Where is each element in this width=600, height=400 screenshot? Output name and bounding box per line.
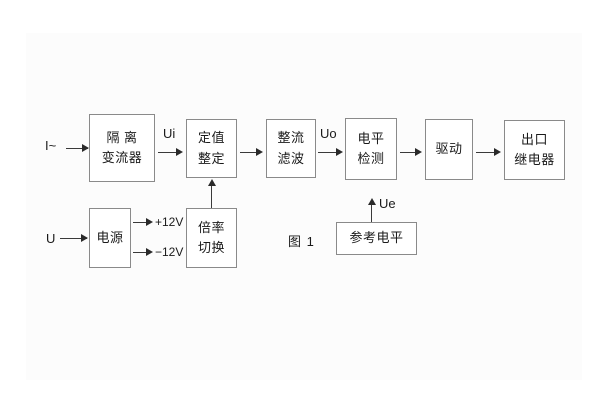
input-label-current: I~ — [45, 138, 57, 153]
signal-label-uo: Uo — [320, 126, 337, 141]
block-power-supply-line1: 电源 — [96, 229, 124, 245]
arrowhead-level-to-drive — [415, 148, 422, 156]
wire-rectify-to-level — [318, 152, 339, 153]
block-isolation-transformer: 隔 离 变流器 — [89, 114, 155, 182]
input-label-voltage: U — [46, 231, 56, 246]
arrowhead-rectify-to-level — [336, 148, 343, 156]
block-rectify-filter-line1: 整流 — [277, 130, 305, 146]
block-rectify-filter: 整流 滤波 — [266, 119, 316, 178]
wire-multiplier-to-setting — [211, 182, 212, 208]
wire-voltage-to-power — [60, 238, 87, 239]
block-setting-value: 定值 整定 — [186, 119, 237, 178]
arrowhead-isolation-to-setting — [176, 148, 183, 156]
block-level-detect-line2: 检测 — [357, 151, 385, 166]
block-drive-line1: 驱动 — [435, 141, 463, 157]
block-output-relay: 出口 继电器 — [504, 120, 565, 180]
block-output-relay-line1: 出口 — [520, 131, 548, 147]
block-multiplier-switch-line1: 倍率 — [197, 219, 225, 235]
arrowhead-drive-to-relay — [494, 148, 501, 156]
block-reference-level: 参考电平 — [336, 222, 417, 255]
arrowhead-rail-positive — [146, 218, 153, 226]
block-drive: 驱动 — [425, 119, 473, 180]
rail-label-positive: +12V — [155, 215, 184, 229]
wire-setting-to-rectify — [240, 152, 259, 153]
wire-rail-negative — [133, 252, 149, 253]
wire-rail-positive — [133, 222, 149, 223]
diagram-plate — [26, 33, 582, 380]
block-rectify-filter-line2: 滤波 — [277, 150, 305, 166]
block-power-supply: 电源 — [89, 208, 131, 268]
block-setting-value-line1: 定值 — [197, 130, 225, 146]
figure-caption: 图 1 — [288, 234, 315, 249]
block-multiplier-switch-line2: 切换 — [197, 240, 225, 255]
block-level-detect: 电平 检测 — [345, 118, 397, 180]
wire-drive-to-relay — [476, 152, 498, 153]
block-output-relay-line2: 继电器 — [514, 152, 555, 167]
block-isolation-transformer-line1: 隔 离 — [106, 129, 138, 145]
arrowhead-reference-to-level — [368, 198, 376, 205]
arrowhead-voltage-to-power — [81, 234, 88, 242]
block-multiplier-switch: 倍率 切换 — [186, 208, 237, 268]
wire-current-to-isolation — [66, 148, 88, 149]
arrowhead-multiplier-to-setting — [208, 179, 216, 186]
rail-label-negative: −12V — [155, 245, 184, 259]
wire-reference-to-level — [371, 203, 372, 222]
arrowhead-rail-negative — [146, 248, 153, 256]
block-isolation-transformer-line2: 变流器 — [101, 150, 143, 165]
signal-label-ue: Ue — [379, 196, 396, 211]
wire-level-to-drive — [400, 152, 418, 153]
wire-isolation-to-setting — [158, 152, 179, 153]
arrowhead-setting-to-rectify — [256, 148, 263, 156]
block-setting-value-line2: 整定 — [197, 150, 225, 166]
block-reference-level-line1: 参考电平 — [349, 230, 404, 246]
block-level-detect-line1: 电平 — [357, 130, 385, 146]
arrowhead-current-to-isolation — [82, 144, 89, 152]
signal-label-ui: Ui — [163, 126, 176, 141]
